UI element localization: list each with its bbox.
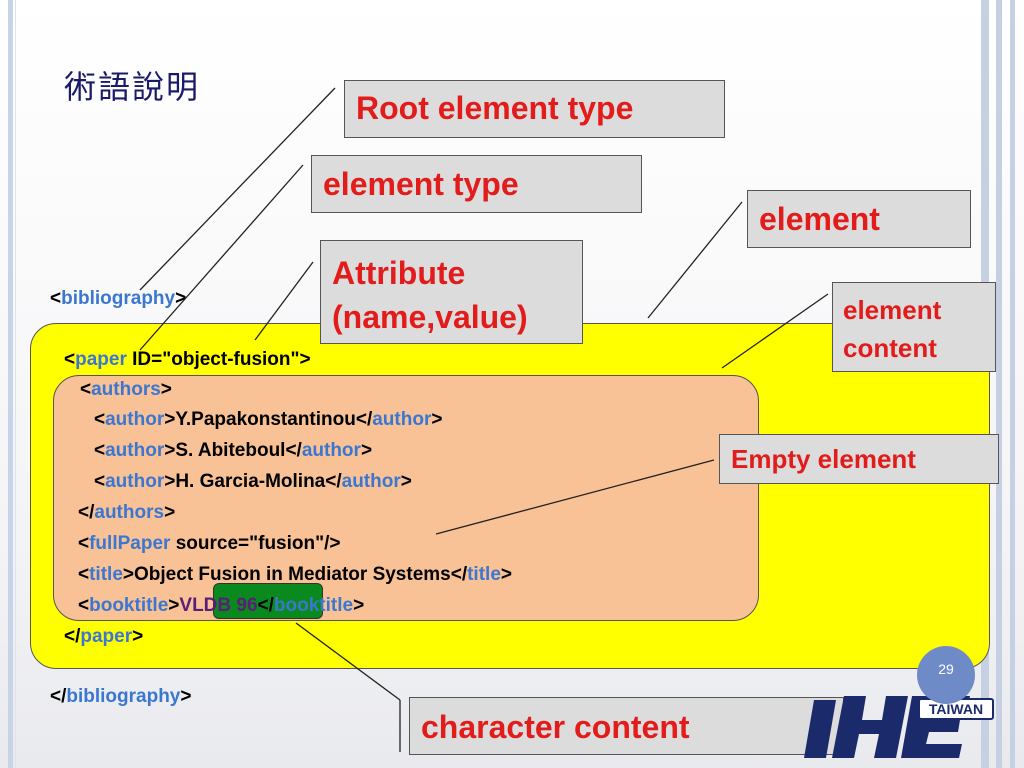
code-line-author-3: <author>H. Garcia-Molina</author> — [94, 471, 412, 492]
code-line-authors-close: </authors> — [78, 502, 176, 523]
code-line-paper-open: <paper ID="object-fusion"> — [64, 349, 311, 370]
code-line-paper-close: </paper> — [64, 626, 144, 647]
code-line-bibliography-close: </bibliography> — [50, 686, 192, 707]
code-line-author-2: <author>S. Abiteboul</author> — [94, 440, 373, 461]
code-line-title: <title>Object Fusion in Mediator Systems… — [78, 564, 512, 585]
slide-frame-left-thin — [15, 0, 16, 768]
slide-title: 術語說明 — [64, 68, 201, 106]
callout-attribute-line1: Attribute — [332, 255, 466, 291]
slide-frame-left — [8, 0, 13, 768]
callout-character-content: character content — [409, 697, 844, 755]
code-line-fullpaper: <fullPaper source="fusion"/> — [78, 533, 341, 554]
callout-element-type: element type — [311, 155, 642, 213]
code-line-booktitle: <booktitle>VLDB 96</booktitle> — [78, 595, 365, 616]
callout-element-content-line1: element — [843, 295, 942, 325]
code-line-bibliography-open: <bibliography> — [50, 288, 187, 309]
callout-element-content-line2: content — [843, 333, 937, 363]
character-content-highlight — [213, 583, 323, 619]
slide-frame-right-2 — [996, 0, 1002, 768]
callout-element: element — [747, 190, 971, 248]
code-line-author-1: <author>Y.Papakonstantinou</author> — [94, 409, 443, 430]
page-number-badge — [917, 646, 975, 704]
code-line-authors-open: <authors> — [80, 379, 172, 400]
callout-root-element-type: Root element type — [344, 80, 725, 138]
callout-element-content: element content — [832, 282, 996, 372]
callout-attribute-line2: (name,value) — [332, 299, 528, 335]
page-number: 29 — [938, 661, 954, 677]
callout-empty-element: Empty element — [719, 434, 999, 484]
callout-attribute: Attribute (name,value) — [320, 240, 583, 344]
slide-frame-right-3 — [1010, 0, 1015, 768]
